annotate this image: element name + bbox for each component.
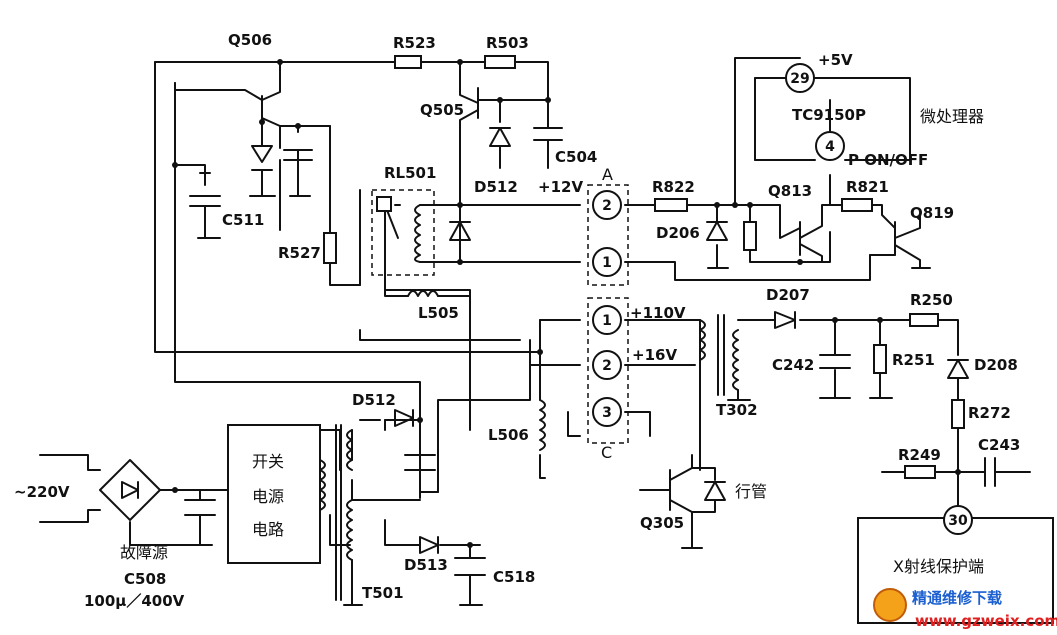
connector-a xyxy=(587,184,629,286)
connector-c xyxy=(587,297,629,444)
diodes xyxy=(99,127,969,554)
label-r503: R503 xyxy=(486,34,529,52)
label-switch-ps-2: 电源 xyxy=(252,487,284,506)
label-ac220: ~220V xyxy=(14,483,70,501)
label-c511: C511 xyxy=(222,211,264,229)
label-t501: T501 xyxy=(362,584,404,602)
label-conn-a: A xyxy=(602,165,613,184)
label-hout: 行管 xyxy=(735,482,767,501)
label-q813: Q813 xyxy=(768,182,812,200)
label-plus5v: +5V xyxy=(818,51,853,69)
label-t302: T302 xyxy=(716,401,758,419)
label-r250: R250 xyxy=(910,291,953,309)
label-c508-val: 100μ／400V xyxy=(84,592,185,610)
pin-c3: 3 xyxy=(602,405,612,421)
label-micro: 微处理器 xyxy=(920,107,984,126)
label-tc9150p: TC9150P xyxy=(792,106,866,124)
label-d512-bot: D512 xyxy=(352,391,396,409)
label-xray: X射线保护端 xyxy=(893,557,984,576)
label-switch-ps-3: 电路 xyxy=(252,520,284,539)
label-q506: Q506 xyxy=(228,31,272,49)
label-d207: D207 xyxy=(766,286,810,304)
pin-30: 30 xyxy=(948,513,968,529)
capacitors xyxy=(184,127,996,576)
label-d206: D206 xyxy=(656,224,700,242)
pin-29: 29 xyxy=(790,71,809,87)
label-l506: L506 xyxy=(488,426,529,444)
label-plus12v: +12V xyxy=(538,178,583,196)
label-q505: Q505 xyxy=(420,101,464,119)
wires xyxy=(39,57,1031,606)
label-conn-c: C xyxy=(601,443,612,462)
inductors xyxy=(319,204,739,601)
label-r523: R523 xyxy=(393,34,436,52)
junction-dots xyxy=(172,59,961,548)
pin-a2: 2 xyxy=(602,198,612,214)
switch-power-block xyxy=(227,424,321,564)
watermark-url: www.gzweix.com xyxy=(915,612,1057,630)
pin-a1: 1 xyxy=(602,255,612,271)
pin-c1: 1 xyxy=(602,313,612,329)
label-r821: R821 xyxy=(846,178,889,196)
label-c508: C508 xyxy=(124,570,166,588)
label-r249: R249 xyxy=(898,446,941,464)
labels: Q506 R523 R503 Q505 C504 D512 +12V A RL5… xyxy=(14,31,1020,610)
label-r251: R251 xyxy=(892,351,935,369)
label-plus16v: +16V xyxy=(632,346,677,364)
label-switch-ps-1: 开关 xyxy=(252,452,284,471)
watermark-text: 精通维修下载 xyxy=(912,589,1002,607)
watermark: 精通维修下载 www.gzweix.com xyxy=(873,588,1057,630)
label-fault: 故障源 xyxy=(120,543,168,562)
label-q305: Q305 xyxy=(640,514,684,532)
label-d512-top: D512 xyxy=(474,178,518,196)
relay-rl501 xyxy=(371,189,435,276)
pin-4: 4 xyxy=(825,139,835,155)
label-c518: C518 xyxy=(493,568,535,586)
label-d208: D208 xyxy=(974,356,1018,374)
label-c242: C242 xyxy=(772,356,814,374)
label-r822: R822 xyxy=(652,178,695,196)
label-ponoff: P ON/OFF xyxy=(848,151,928,169)
label-c243: C243 xyxy=(978,436,1020,454)
label-q819: Q819 xyxy=(910,204,954,222)
ic-tc9150p xyxy=(754,77,911,161)
label-plus110v: +110V xyxy=(630,304,686,322)
label-c504: C504 xyxy=(555,148,597,166)
label-l505: L505 xyxy=(418,304,459,322)
label-r527: R527 xyxy=(278,244,321,262)
pin-c2: 2 xyxy=(602,358,612,374)
grounds xyxy=(189,195,931,606)
label-d513: D513 xyxy=(404,556,448,574)
resistors xyxy=(323,55,965,479)
label-rl501: RL501 xyxy=(384,164,436,182)
pin-circles xyxy=(592,63,973,535)
label-r272: R272 xyxy=(968,404,1011,422)
